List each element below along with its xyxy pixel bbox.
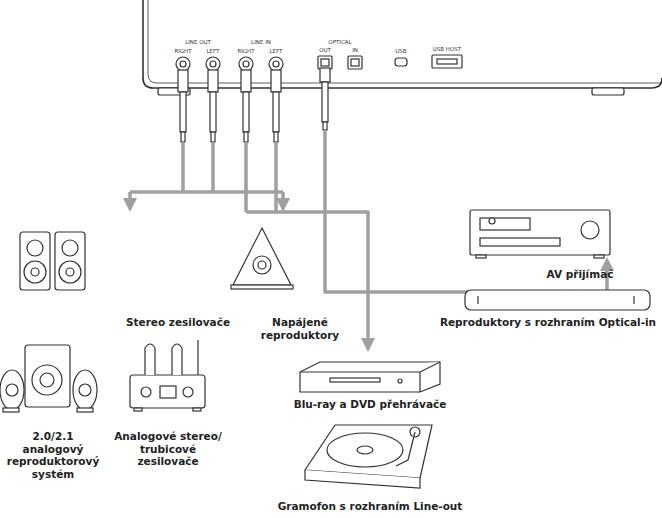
device-caption: Gramofon s rozhraním Line-out [275,500,465,513]
device-caption: 2.0/2.1 analogový reproduktorový systém [3,430,103,480]
port-label: RIGHT [174,49,191,55]
port-label: LINE IN [251,40,271,46]
port-label: USB [395,49,406,55]
port-label: LEFT [270,49,283,55]
device-caption: Stereo zesilovače [118,316,238,329]
port-label: OPTICAL [328,40,351,46]
port-label: LEFT [207,49,220,55]
port-label: OUT [319,48,331,54]
device-caption: Blu-ray a DVD přehrávače [290,398,450,411]
port-label: LINE OUT [185,40,211,46]
device-caption: Analogové stereo/ trubicové zesilovače [113,430,223,468]
port-label: RIGHT [237,49,254,55]
device-caption: Napájené reproduktory [238,316,363,341]
device-caption: Reproduktory s rozhraním Optical-in [438,316,658,329]
port-label: IN [352,48,358,54]
device-caption: AV přijímač [520,268,640,281]
port-label: USB HOST [433,47,461,53]
